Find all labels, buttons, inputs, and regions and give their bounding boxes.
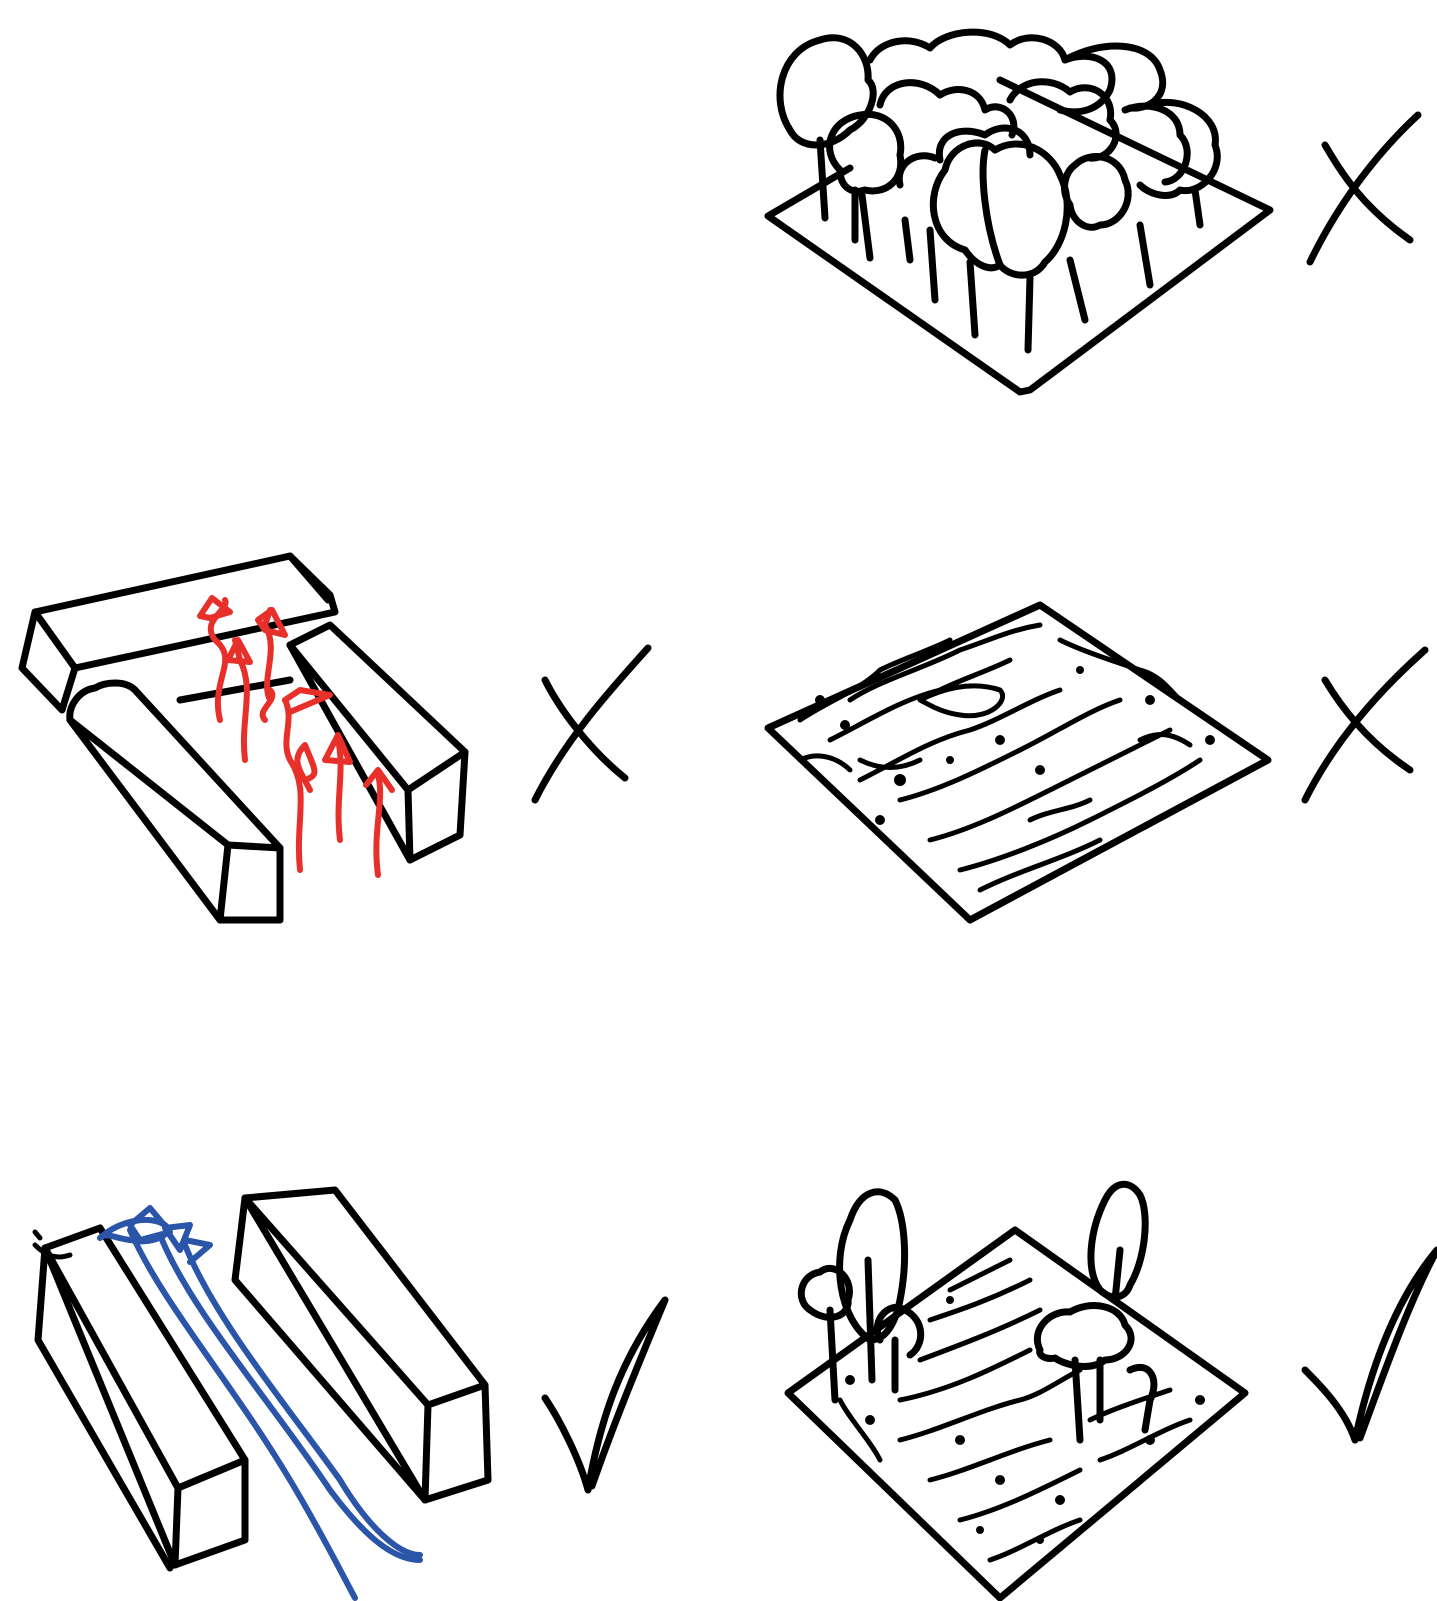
cross-mark-icon	[1310, 115, 1418, 262]
cross-mark-icon	[535, 648, 648, 800]
cross-mark-icon	[1305, 650, 1425, 800]
ground-dots	[845, 1296, 1205, 1544]
check-mark-icon	[1305, 1250, 1437, 1440]
check-mark-icon	[545, 1300, 665, 1490]
buildings-wind-corridor-panel	[35, 1190, 665, 1598]
bare-ground-panel	[768, 605, 1425, 920]
forest-ground-plane	[768, 80, 1270, 392]
open-ground-sparse-trees-panel	[788, 1184, 1437, 1598]
buildings-blocking-wind-panel	[22, 556, 648, 920]
dense-forest-panel	[768, 32, 1418, 392]
wind-corridor-arrows	[100, 1208, 420, 1598]
ground-dots	[815, 666, 1215, 825]
sparse-trees	[801, 1184, 1154, 1440]
ground-texture	[800, 625, 1200, 890]
